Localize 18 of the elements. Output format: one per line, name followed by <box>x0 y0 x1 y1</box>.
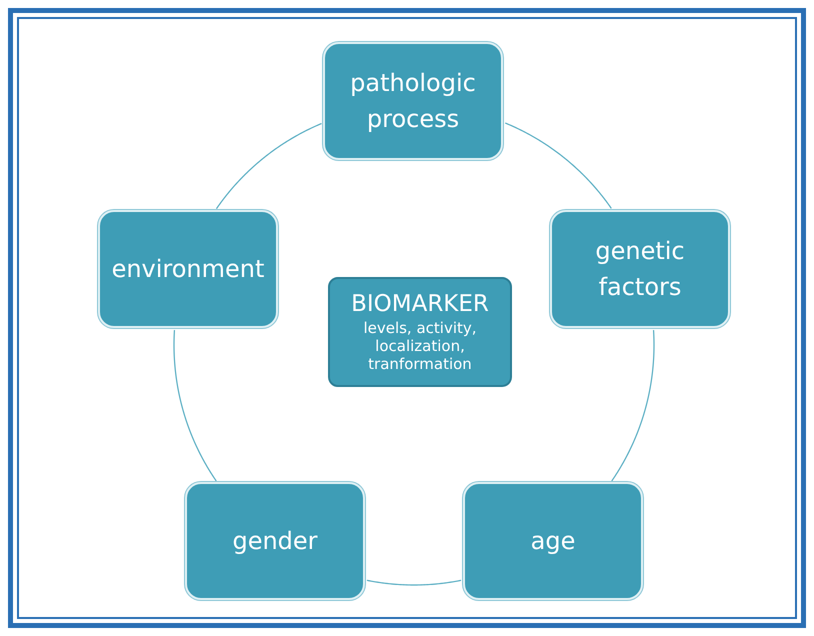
box-label: BIOMARKER <box>351 291 489 319</box>
factor-box <box>323 42 503 160</box>
factor-box <box>98 210 278 328</box>
box-label: environment <box>112 254 264 285</box>
factor-box <box>185 482 365 600</box>
connector-arc <box>504 122 612 209</box>
center-box <box>328 277 512 387</box>
box-label: age <box>530 526 576 557</box>
connector-arc <box>366 580 462 586</box>
box-label: genetic factors <box>594 236 686 303</box>
box-description: levels, activity, localization, tranformation <box>362 318 478 373</box>
connector-arc <box>216 122 322 210</box>
box-label: pathologic process <box>349 68 477 135</box>
connector-arc <box>611 330 655 482</box>
connector-arc <box>173 330 217 482</box>
factor-box <box>550 210 730 328</box>
box-label: gender <box>232 526 318 557</box>
factor-box <box>463 482 643 600</box>
